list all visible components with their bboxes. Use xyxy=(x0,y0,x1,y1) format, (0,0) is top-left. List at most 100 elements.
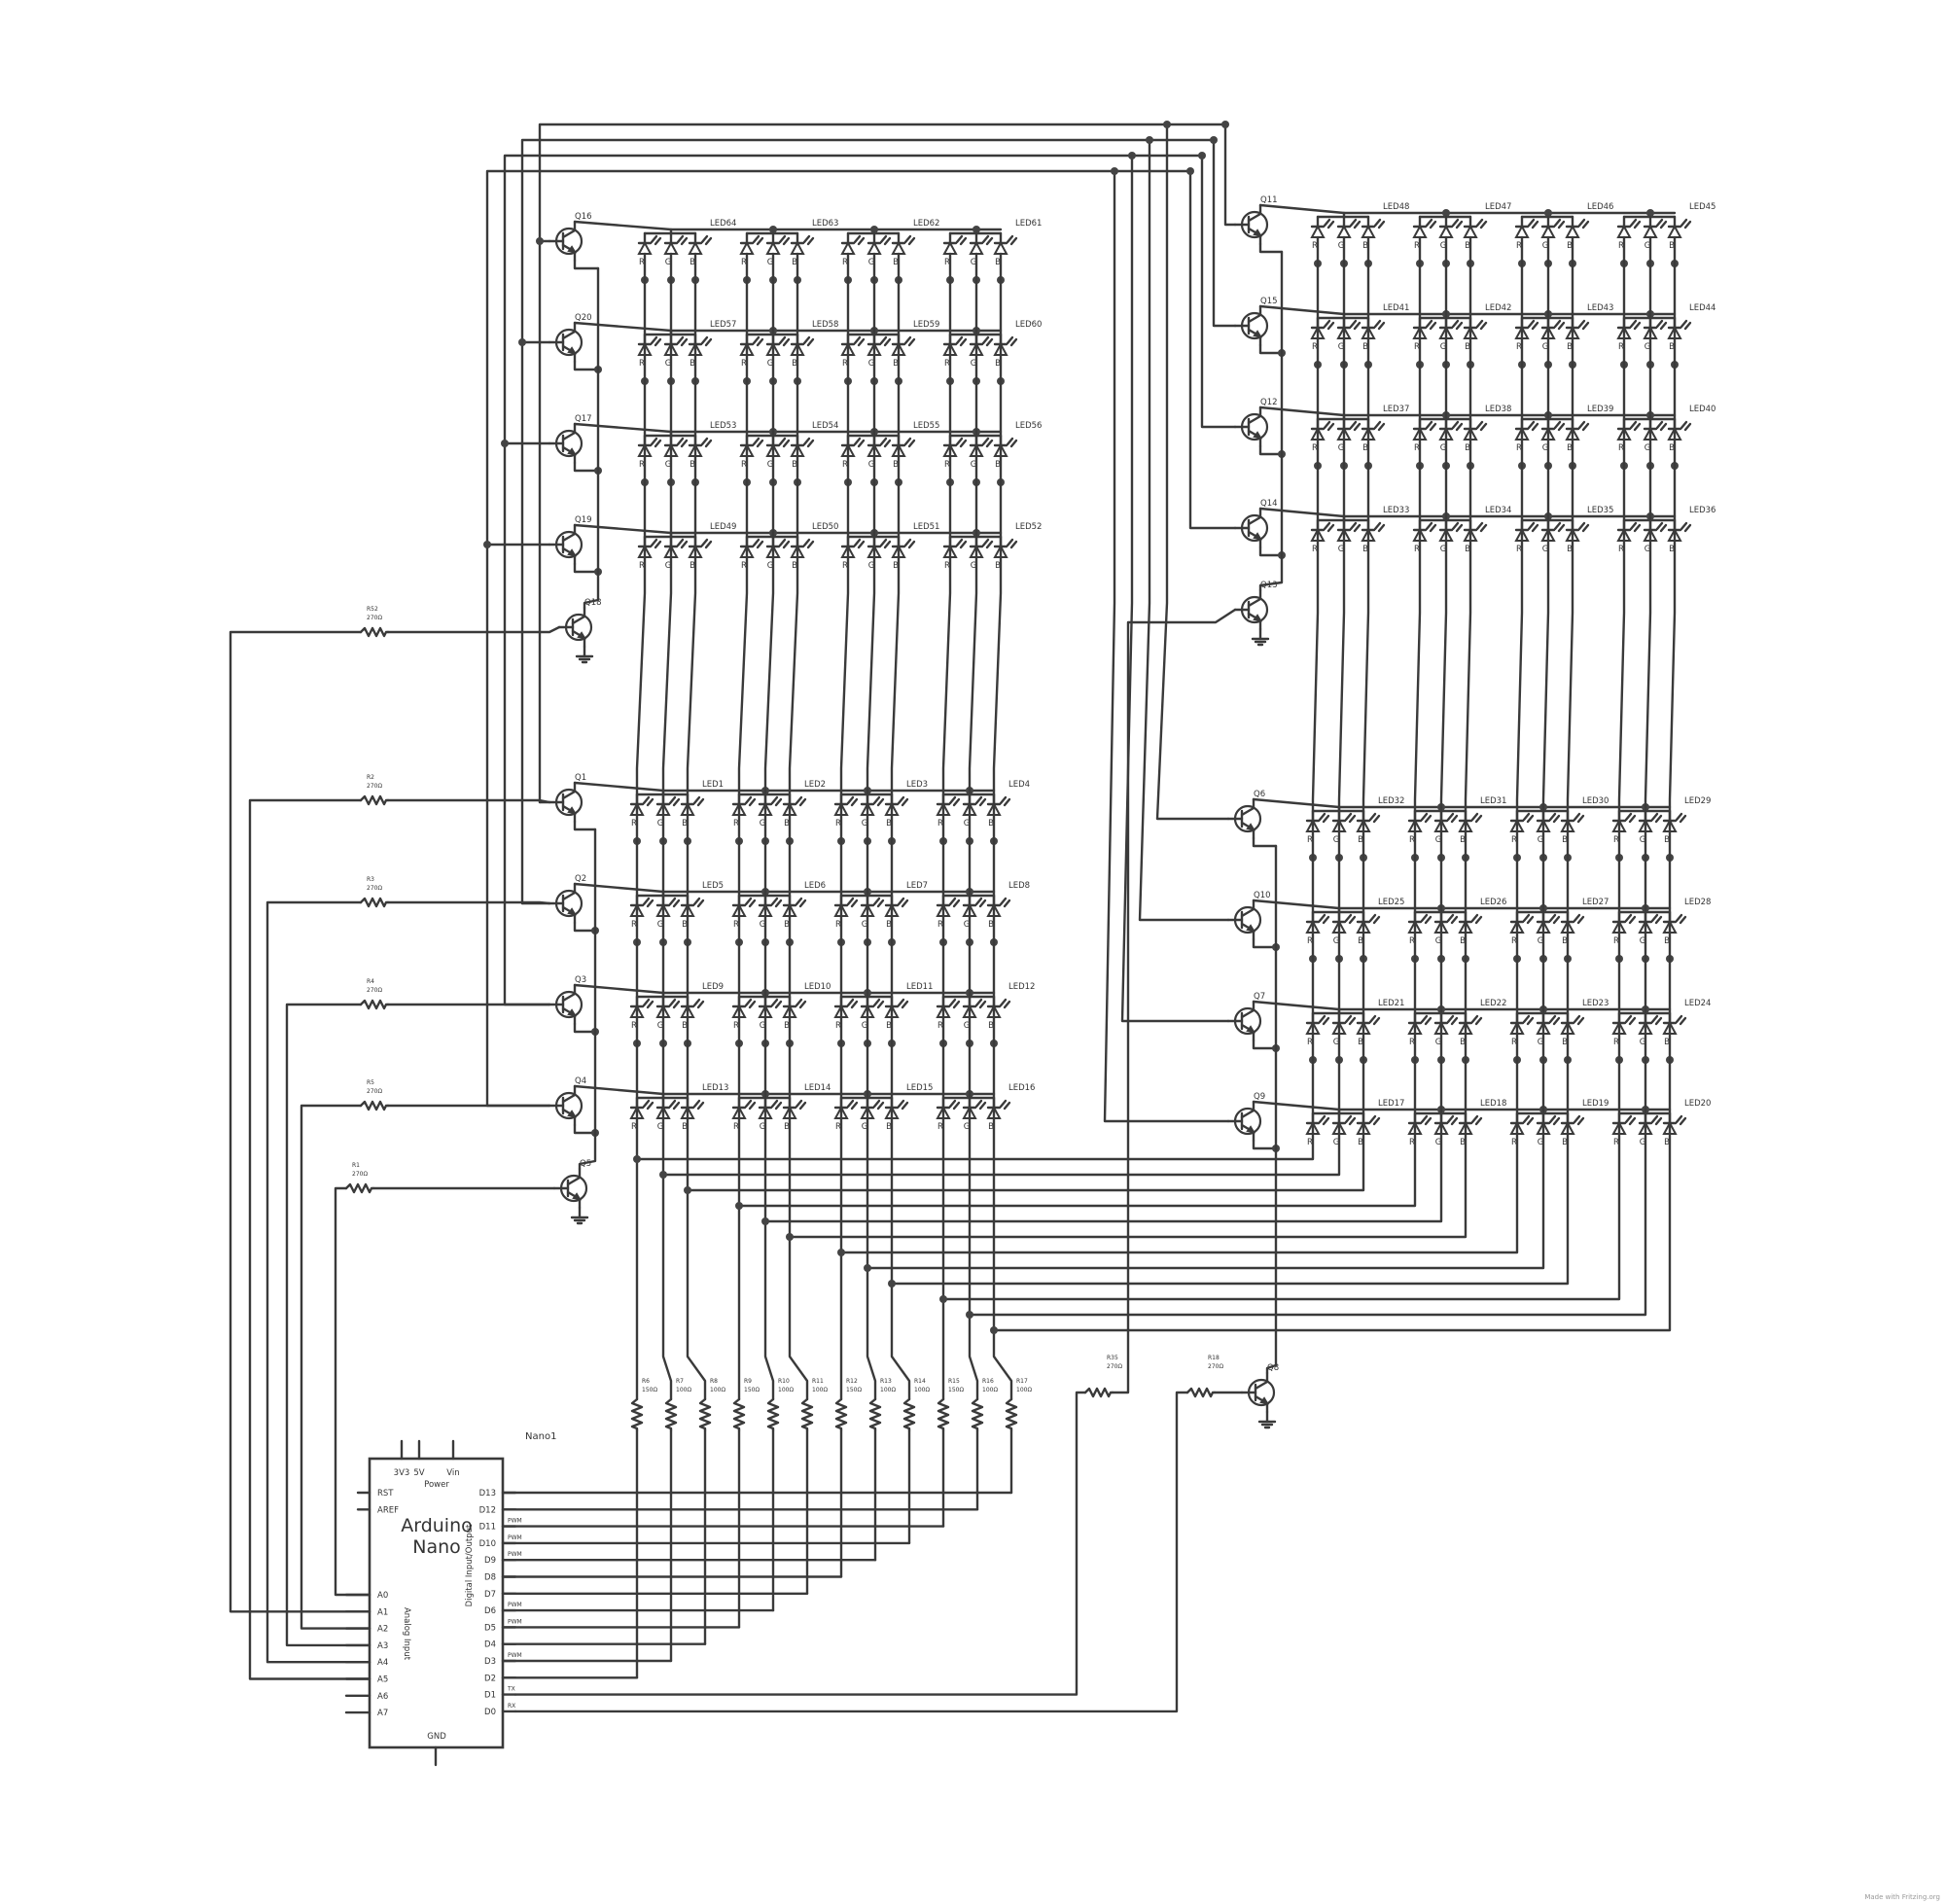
light-arrow-icon xyxy=(1349,521,1358,531)
light-arrow-icon xyxy=(1451,218,1460,228)
resistor-label: R11 xyxy=(812,1378,824,1385)
light-arrow-icon xyxy=(1368,812,1377,822)
light-arrow-icon xyxy=(1659,321,1668,331)
light-arrow-icon xyxy=(806,540,815,549)
light-arrow-icon xyxy=(1650,812,1659,822)
light-arrow-icon xyxy=(748,1000,757,1009)
channel-label: G xyxy=(657,819,664,829)
light-arrow-icon xyxy=(978,1101,987,1111)
light-arrow-icon xyxy=(1683,422,1692,432)
light-arrow-icon xyxy=(642,795,651,805)
rgb-led-diode xyxy=(1310,218,1335,238)
diode-triangle xyxy=(637,240,653,255)
label: Digital Input/Output xyxy=(465,1524,475,1606)
light-arrow-icon xyxy=(1527,319,1536,329)
channel-label: R xyxy=(835,819,841,829)
light-arrow-icon xyxy=(782,236,791,246)
rgb-led-diode xyxy=(790,234,815,255)
transistor-label: Q17 xyxy=(575,414,592,424)
channel-label: B xyxy=(1358,1138,1363,1147)
led-label: LED35 xyxy=(1587,506,1613,515)
light-arrow-icon xyxy=(1526,1116,1535,1126)
rgb-led-diode xyxy=(1565,420,1590,441)
light-arrow-icon xyxy=(770,795,779,805)
npn-transistor xyxy=(548,321,584,364)
diode-triangle xyxy=(1540,224,1556,238)
rgb-led-diode xyxy=(1310,521,1335,542)
emitter-wire xyxy=(1258,242,1284,254)
rgb-led-diode xyxy=(936,795,961,816)
resistor-label: R17 xyxy=(1016,1378,1028,1385)
channel-label: R xyxy=(944,561,950,571)
emitter-wire xyxy=(1252,1139,1278,1150)
channel-label: B xyxy=(1362,443,1368,453)
light-arrow-icon xyxy=(1373,319,1382,329)
light-arrow-icon xyxy=(650,538,658,547)
light-arrow-icon xyxy=(1581,422,1590,432)
light-arrow-icon xyxy=(654,540,662,549)
led-label: LED18 xyxy=(1480,1099,1506,1109)
rgb-led-diode xyxy=(1667,319,1692,339)
channel-label: B xyxy=(1669,241,1675,251)
resistor-icon xyxy=(937,1397,950,1432)
light-arrow-icon xyxy=(1009,337,1018,347)
rgb-led-diode xyxy=(758,1099,783,1119)
light-arrow-icon xyxy=(802,335,811,345)
label: Vin xyxy=(446,1468,459,1478)
light-arrow-icon xyxy=(1475,319,1484,329)
label: PWM xyxy=(508,1602,522,1608)
resistor-value: 150Ω xyxy=(948,1387,964,1393)
light-arrow-icon xyxy=(650,335,658,345)
channel-label: R xyxy=(741,460,747,470)
junction-dot xyxy=(1146,136,1153,144)
led-label: LED16 xyxy=(1008,1083,1035,1093)
light-arrow-icon xyxy=(1318,1114,1326,1124)
light-arrow-icon xyxy=(672,797,681,807)
rx-wire xyxy=(513,1391,1189,1713)
column-line xyxy=(992,252,1013,1401)
light-arrow-icon xyxy=(744,1099,753,1109)
rgb-led-diode xyxy=(637,538,662,558)
channel-label: R xyxy=(1307,835,1313,845)
channel-label: B xyxy=(893,561,899,571)
analog-wire xyxy=(300,1104,371,1630)
npn-transistor xyxy=(548,422,584,465)
light-arrow-icon xyxy=(770,998,779,1007)
channel-label: G xyxy=(971,359,977,369)
resistor-icon xyxy=(1083,1387,1114,1398)
light-arrow-icon xyxy=(901,797,909,807)
led-label: LED32 xyxy=(1378,796,1404,806)
light-arrow-icon xyxy=(1654,814,1663,824)
npn-transistor xyxy=(548,220,584,263)
column-bus-line xyxy=(635,235,1320,1161)
light-arrow-icon xyxy=(879,234,888,244)
transistor-label: Q15 xyxy=(1260,297,1278,306)
light-arrow-icon xyxy=(1353,321,1362,331)
led-label: LED9 xyxy=(702,982,724,992)
channel-label: B xyxy=(1362,241,1368,251)
junction-dot xyxy=(1646,209,1654,217)
light-arrow-icon xyxy=(879,335,888,345)
channel-label: R xyxy=(733,920,739,930)
channel-label: B xyxy=(1358,1038,1363,1047)
rgb-led-diode xyxy=(833,897,859,917)
npn-transistor xyxy=(1226,1100,1262,1143)
emitter-wire xyxy=(1258,343,1284,355)
emitter-wire xyxy=(1258,444,1284,456)
rgb-led-diode xyxy=(1458,812,1483,832)
column-line xyxy=(788,252,809,1401)
light-arrow-icon xyxy=(974,1099,983,1109)
channel-label: R xyxy=(1613,936,1619,946)
channel-label: B xyxy=(1562,835,1568,845)
channel-label: R xyxy=(842,561,848,571)
rgb-led-diode xyxy=(1565,521,1590,542)
led-label: LED1 xyxy=(702,780,724,790)
rgb-led-diode xyxy=(1643,420,1668,441)
light-arrow-icon xyxy=(876,899,885,908)
light-arrow-icon xyxy=(692,1099,701,1109)
channel-label: B xyxy=(1664,936,1670,946)
label: D11 xyxy=(479,1523,496,1533)
light-arrow-icon xyxy=(752,335,760,345)
transistor-collector xyxy=(1240,797,1255,817)
channel-label: R xyxy=(937,819,943,829)
